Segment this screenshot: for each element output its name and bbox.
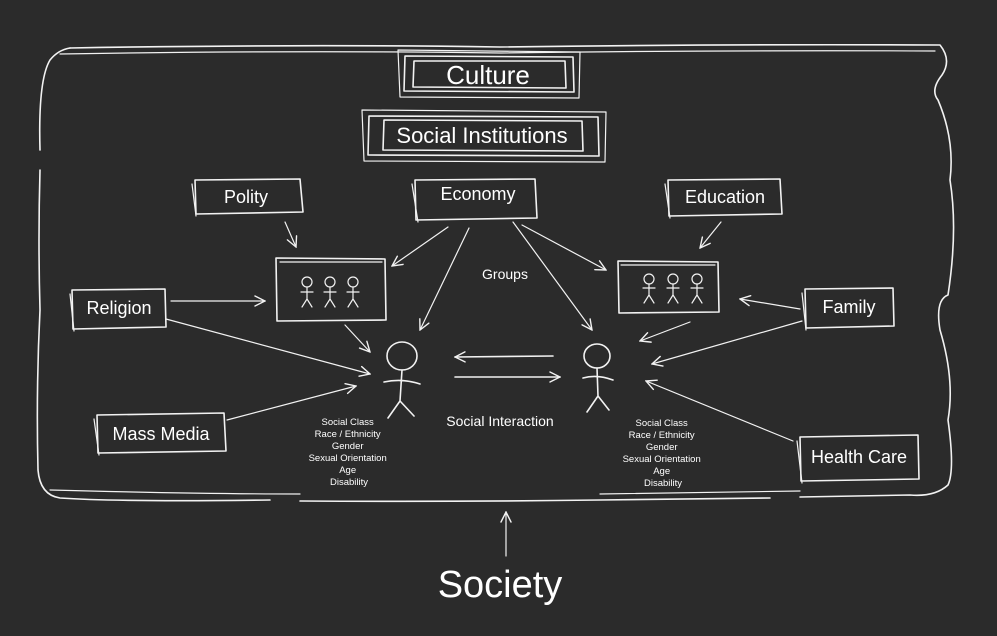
identity-right-0: Social Class	[636, 418, 689, 429]
polity-box: Polity	[191, 178, 304, 217]
social-interaction-label: Social Interaction	[446, 413, 553, 429]
arrow-group-right-to-individual-right	[640, 321, 691, 341]
arrow-economy-to-individual-right	[512, 221, 592, 330]
identity-left-2: Gender	[332, 441, 364, 452]
identity-left-1: Race / Ethnicity	[315, 429, 381, 440]
identity-right-2: Gender	[646, 442, 678, 453]
society-boundary	[36, 43, 955, 503]
polity-label: Polity	[224, 187, 268, 207]
economy-box: Economy	[411, 178, 538, 223]
individual-left	[383, 341, 421, 419]
group-figures-left	[300, 276, 360, 308]
group-box-left	[275, 257, 387, 322]
group-box-right	[617, 260, 720, 314]
arrow-economy-to-group-right	[521, 224, 606, 270]
arrow-education-to-group-right	[700, 221, 722, 248]
culture-box: Culture	[397, 49, 581, 99]
arrow-family-to-group-right	[740, 299, 801, 310]
economy-label: Economy	[440, 184, 515, 204]
arrow-health-care-to-individual-right	[646, 381, 794, 442]
society-label: Society	[438, 564, 563, 606]
arrow-economy-to-group-left	[392, 226, 449, 266]
individual-right	[582, 343, 614, 413]
culture-label: Culture	[446, 60, 530, 90]
education-label: Education	[685, 187, 765, 207]
arrow-economy-to-individual-left	[420, 227, 470, 330]
arrow-group-left-to-individual-left	[344, 324, 370, 352]
social-institutions-box: Social Institutions	[361, 109, 607, 163]
mass-media-box: Mass Media	[93, 412, 227, 456]
arrow-religion-to-individual-left	[165, 318, 370, 374]
identity-left-4: Age	[339, 465, 356, 476]
family-box: Family	[801, 287, 895, 331]
social-institutions-label: Social Institutions	[396, 123, 567, 148]
education-box: Education	[664, 178, 783, 219]
religion-label: Religion	[86, 298, 151, 318]
identity-left-5: Disability	[330, 477, 368, 488]
identity-left-3: Sexual Orientation	[309, 453, 387, 464]
identity-list-left: Social Class Race / Ethnicity Gender Sex…	[309, 417, 390, 488]
health-care-box: Health Care	[796, 434, 920, 484]
influence-arrows	[165, 221, 803, 442]
arrow-polity-to-group-left	[284, 221, 296, 247]
identity-list-right: Social Class Race / Ethnicity Gender Sex…	[623, 418, 704, 489]
family-label: Family	[823, 297, 876, 317]
arrow-mass-media-to-individual-left	[226, 386, 356, 421]
social-interaction-arrows	[455, 356, 560, 377]
mass-media-label: Mass Media	[112, 424, 210, 444]
identity-right-4: Age	[653, 466, 670, 477]
group-figures-right	[642, 273, 704, 304]
identity-right-3: Sexual Orientation	[623, 454, 701, 465]
health-care-label: Health Care	[811, 447, 907, 467]
groups-label: Groups	[482, 266, 528, 282]
arrow-family-to-individual-right	[652, 320, 803, 364]
identity-right-5: Disability	[644, 478, 682, 489]
identity-left-0: Social Class	[322, 417, 375, 428]
religion-box: Religion	[69, 288, 167, 332]
identity-right-1: Race / Ethnicity	[629, 430, 695, 441]
